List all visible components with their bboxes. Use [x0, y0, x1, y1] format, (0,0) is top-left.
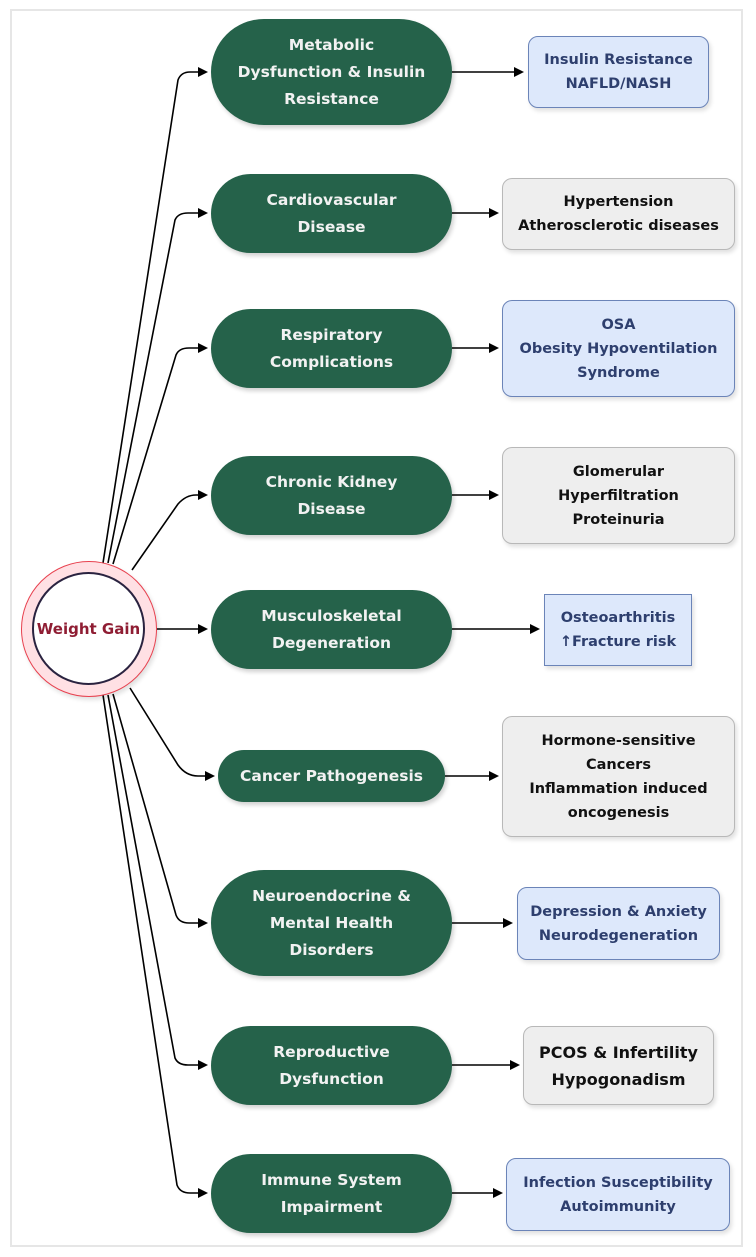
outcome-kidney: Glomerular Hyperfiltration Proteinuria [502, 447, 735, 544]
outcome-label: Osteoarthritis ↑Fracture risk [559, 610, 677, 650]
category-reproductive: Reproductive Dysfunction [211, 1026, 452, 1105]
outcome-label: Insulin Resistance NAFLD/NASH [544, 52, 693, 92]
outcome-label: Infection Susceptibility Autoimmunity [523, 1174, 713, 1215]
category-label: Reproductive Dysfunction [273, 1042, 390, 1088]
outcome-cancer: Hormone-sensitive Cancers Inflammation i… [502, 716, 735, 837]
category-label: Cardiovascular Disease [266, 190, 397, 236]
category-label: Cancer Pathogenesis [239, 766, 424, 785]
outcome-label: Depression & Anxiety Neurodegeneration [530, 903, 707, 944]
connector-cardiovascular [107, 208, 208, 564]
connector-reproductive [107, 694, 208, 1070]
outcome-reproductive: PCOS & Infertility Hypogonadism [523, 1026, 714, 1105]
outcome-label: Glomerular Hyperfiltration Proteinuria [558, 463, 679, 528]
category-label: Metabolic Dysfunction & Insulin Resistan… [237, 35, 426, 108]
connector-respiratory [112, 343, 208, 565]
outcome-neuro: Depression & Anxiety Neurodegeneration [517, 887, 720, 960]
connector-neuro [112, 693, 208, 928]
connector-immune [102, 694, 208, 1198]
outcome-musculoskeletal: Osteoarthritis ↑Fracture risk [544, 594, 692, 666]
category-cancer: Cancer Pathogenesis [218, 750, 445, 802]
outcome-cardiovascular: Hypertension Atherosclerotic diseases [502, 178, 735, 250]
outcome-label: Hypertension Atherosclerotic diseases [518, 194, 719, 234]
category-metabolic: Metabolic Dysfunction & Insulin Resistan… [211, 19, 452, 125]
category-respiratory: Respiratory Complications [211, 309, 452, 388]
category-neuro: Neuroendocrine & Mental Health Disorders [211, 870, 452, 976]
category-label: Musculoskeletal Degeneration [261, 606, 402, 652]
outcome-label: PCOS & Infertility Hypogonadism [539, 1042, 698, 1089]
category-cardiovascular: Cardiovascular Disease [211, 174, 452, 253]
weight-gain-label: Weight Gain [36, 619, 141, 638]
outcome-metabolic: Insulin Resistance NAFLD/NASH [528, 36, 709, 108]
category-label: Respiratory Complications [269, 325, 394, 371]
connector-kidney [131, 490, 208, 571]
category-musculoskeletal: Musculoskeletal Degeneration [211, 590, 452, 669]
outcome-respiratory: OSA Obesity Hypoventilation Syndrome [502, 300, 735, 397]
weight-gain-inner-circle: Weight Gain [32, 572, 145, 685]
category-kidney: Chronic Kidney Disease [211, 456, 452, 535]
outcome-label: OSA Obesity Hypoventilation Syndrome [519, 316, 718, 381]
connector-cancer [129, 687, 215, 781]
category-label: Chronic Kidney Disease [265, 472, 398, 518]
category-immune: Immune System Impairment [211, 1154, 452, 1233]
category-label: Immune System Impairment [261, 1170, 402, 1216]
weight-gain-node: Weight Gain [21, 561, 157, 697]
connector-metabolic [102, 67, 208, 564]
category-label: Neuroendocrine & Mental Health Disorders [252, 886, 411, 959]
outcome-immune: Infection Susceptibility Autoimmunity [506, 1158, 730, 1231]
outcome-label: Hormone-sensitive Cancers Inflammation i… [529, 732, 708, 821]
